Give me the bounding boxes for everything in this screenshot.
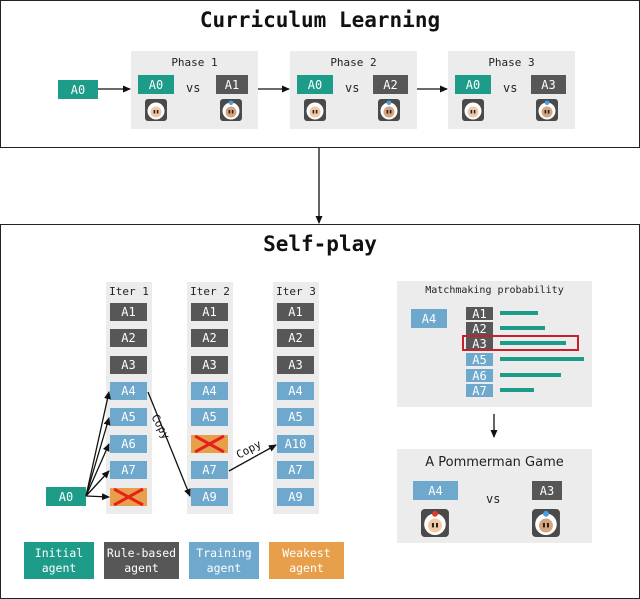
matchmaking-title: Matchmaking probability	[425, 285, 564, 296]
curriculum-title: Curriculum Learning	[199, 8, 441, 32]
iter-3-cell-a9: A9	[277, 488, 314, 506]
iter-2-cell-a4: A4	[191, 382, 228, 400]
iter-1-cell-a5: A5	[110, 408, 147, 426]
legend-training-agent: Training agent	[189, 542, 259, 579]
matchmaking-bar-a3	[500, 341, 566, 345]
game-vs: vs	[486, 492, 501, 506]
iter-2-title: Iter 2	[190, 285, 230, 298]
phase-1-left-agent: A0	[138, 75, 174, 94]
iter-1-cell-a2: A2	[110, 329, 147, 347]
iter-1-cell-a6: A6	[110, 435, 147, 453]
iter-2-cell-a3: A3	[191, 356, 228, 374]
matchmaking-bar-a7	[500, 388, 534, 392]
matchmaking-row-a2: A2	[466, 322, 493, 336]
phase-2-title: Phase 2	[330, 56, 377, 69]
iter-1-cell-a4: A4	[110, 382, 147, 400]
iter-3-cell-a1: A1	[277, 303, 314, 321]
phase-1-right-agent: A1	[216, 75, 248, 94]
phase-3-vs: vs	[503, 81, 518, 95]
legend-rule-based-agent: Rule-based agent	[104, 542, 179, 579]
iter-2-cell-a1: A1	[191, 303, 228, 321]
iter-3-cell-a7: A7	[277, 461, 314, 479]
phase-3-title: Phase 3	[488, 56, 535, 69]
game-right-agent: A3	[532, 481, 562, 500]
iter-1-cell-a1: A1	[110, 303, 147, 321]
iter-1-cell-a7: A7	[110, 461, 147, 479]
iter-1-cell-a3: A3	[110, 356, 147, 374]
iter-3-cell-a4: A4	[277, 382, 314, 400]
matchmaking-bar-a1	[500, 311, 538, 315]
iter-3-cell-a2: A2	[277, 329, 314, 347]
phase-1-title: Phase 1	[171, 56, 218, 69]
iter-3-cell-a10: A10	[277, 435, 314, 453]
cross-icon	[194, 435, 225, 453]
legend-weakest-agent: Weakest agent	[269, 542, 344, 579]
iter-3-cell-a3: A3	[277, 356, 314, 374]
iter-2-cell-a2: A2	[191, 329, 228, 347]
cross-icon	[113, 488, 144, 506]
phase-3-left-agent: A0	[455, 75, 491, 94]
legend-initial-agent: Initial agent	[24, 542, 94, 579]
phase-2-right-agent: A2	[373, 75, 408, 94]
self-play-title: Self-play	[263, 232, 377, 256]
iter-2-cell-removed	[191, 435, 228, 453]
phase-2-left-agent: A0	[297, 75, 333, 94]
phase-3-right-agent: A3	[531, 75, 566, 94]
self-play-start-agent: A0	[46, 487, 86, 506]
matchmaking-row-a1: A1	[466, 307, 493, 321]
game-left-agent: A4	[413, 481, 458, 500]
matchmaking-highlight-box	[462, 335, 579, 351]
matchmaking-bar-a5	[500, 357, 584, 361]
iter-1-title: Iter 1	[109, 285, 149, 298]
iter-1-cell-removed	[110, 488, 147, 506]
matchmaking-bar-a6	[500, 373, 561, 377]
matchmaking-row-a6: A6	[466, 369, 493, 383]
game-title: A Pommerman Game	[425, 455, 564, 470]
iter-3-cell-a5: A5	[277, 408, 314, 426]
matchmaking-bar-a2	[500, 326, 545, 330]
curriculum-start-agent: A0	[58, 80, 98, 99]
iter-2-cell-a7: A7	[191, 461, 228, 479]
phase-2-vs: vs	[345, 81, 360, 95]
matchmaking-agent: A4	[411, 309, 447, 328]
iter-3-title: Iter 3	[276, 285, 316, 298]
iter-2-cell-a9: A9	[191, 488, 228, 506]
phase-1-vs: vs	[186, 81, 201, 95]
matchmaking-row-a5: A5	[466, 353, 493, 367]
iter-2-cell-a5: A5	[191, 408, 228, 426]
matchmaking-row-a3: A3	[466, 337, 493, 351]
matchmaking-row-a7: A7	[466, 384, 493, 398]
